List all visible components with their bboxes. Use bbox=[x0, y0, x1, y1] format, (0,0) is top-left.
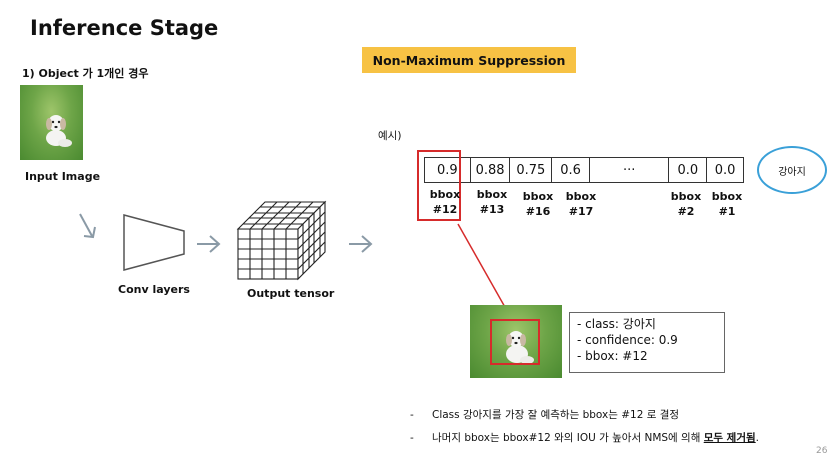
bbox-label: bbox#2 bbox=[670, 190, 702, 218]
detection-info-box: - class: 강아지 - confidence: 0.9 - bbox: #… bbox=[569, 312, 725, 373]
bbox-label: bbox#16 bbox=[522, 190, 554, 218]
dog-illustration bbox=[46, 115, 72, 147]
bullet-2: -나머지 bbox는 bbox#12 와의 IOU 가 높아서 NMS에 의해 … bbox=[410, 432, 760, 444]
nms-badge: Non-Maximum Suppression bbox=[362, 47, 576, 73]
dog-illustration bbox=[506, 331, 534, 364]
result-image bbox=[470, 305, 562, 378]
info-class: - class: 강아지 bbox=[577, 317, 656, 331]
slide-title: Inference Stage bbox=[30, 16, 219, 40]
bbox-label: bbox#13 bbox=[476, 188, 508, 216]
case-subtitle: 1) Object 가 1개인 경우 bbox=[22, 67, 149, 80]
bullet-1: -Class 강아지를 가장 잘 예측하는 bbox는 #12 로 결정 bbox=[410, 409, 680, 421]
page-number: 26 bbox=[816, 446, 827, 456]
score-cell: 0.88 bbox=[471, 158, 511, 182]
input-image-label: Input Image bbox=[25, 170, 101, 183]
bbox-label: bbox#17 bbox=[565, 190, 597, 218]
score-cell: 0.0 bbox=[714, 162, 736, 178]
score-cell: 0.75 bbox=[510, 158, 553, 182]
input-arrow bbox=[79, 213, 96, 239]
class-circle: 강아지 bbox=[757, 146, 827, 194]
bbox-label: bbox#12 bbox=[429, 188, 461, 216]
tensor-arrow bbox=[349, 235, 373, 253]
conv-arrow bbox=[197, 235, 221, 253]
output-tensor-shape bbox=[236, 200, 327, 281]
info-bbox: - bbox: #12 bbox=[577, 349, 648, 363]
pipeline-diagram bbox=[79, 200, 373, 281]
score-cell: 0.0 bbox=[669, 158, 708, 182]
example-label: 예시) bbox=[378, 130, 402, 142]
input-image bbox=[20, 85, 83, 160]
score-cell: 0.9 bbox=[425, 158, 471, 182]
output-tensor-label: Output tensor bbox=[247, 287, 335, 300]
selected-bbox-highlight bbox=[417, 150, 461, 221]
emphasis-text: 모두 제거됨 bbox=[703, 432, 756, 444]
info-confidence: - confidence: 0.9 bbox=[577, 333, 678, 347]
bbox-label: bbox#1 bbox=[711, 190, 743, 218]
ellipsis-cell: ··· bbox=[590, 158, 670, 182]
score-row: 0.9 0.88 0.75 0.6 ··· 0.0 0.0 bbox=[424, 157, 744, 183]
conv-layers-label: Conv layers bbox=[118, 283, 190, 296]
detected-bbox bbox=[490, 319, 540, 365]
conv-layers-shape bbox=[123, 214, 185, 271]
score-cell: 0.6 bbox=[552, 158, 590, 182]
